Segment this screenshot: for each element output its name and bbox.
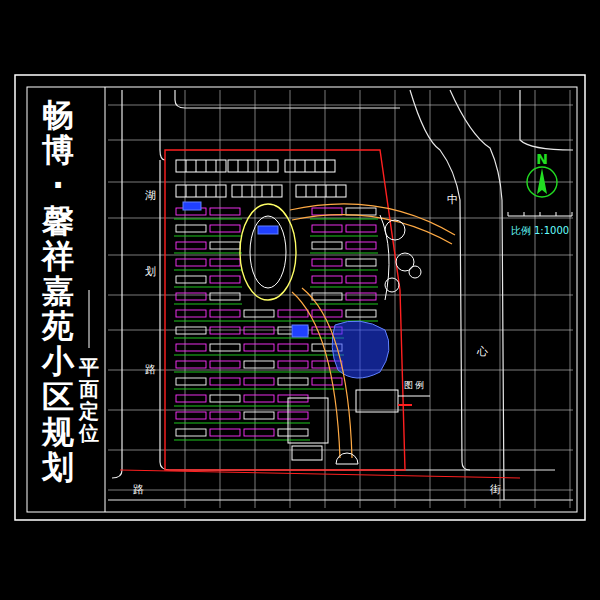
inner-frame [27,87,577,512]
coordinate-grid [108,90,573,508]
sheet-subtitle: 平面定位 [79,356,99,444]
legend-sample [398,404,412,406]
scale-bar [508,212,572,216]
road-name: 路 [133,484,144,496]
road-name: 心 [477,346,488,358]
water-green-areas [183,202,389,378]
site-boundary [165,150,405,470]
public-buildings [288,390,398,460]
title-divider [105,87,106,512]
road-name: 湖 [145,190,156,202]
scale-label: 比例 1:1000 [511,225,569,236]
north-label: N [536,152,548,167]
road-name: 中 [447,194,458,206]
road-name: 划 [145,266,156,278]
road-name: 街 [490,484,501,496]
title-rule [89,290,90,348]
legend-title: 图 例 [404,381,425,391]
landscape-circles [380,215,421,300]
buildings-top [176,160,346,197]
north-arrow [527,167,557,197]
legend-rule [398,396,430,397]
sheet-title: 畅博·馨祥嘉苑小区规划 [42,98,74,485]
red-setback-line [120,470,520,478]
outer-frame [15,75,585,520]
roads [108,90,573,500]
road-name: 路 [145,364,156,376]
central-plaza [240,204,455,464]
